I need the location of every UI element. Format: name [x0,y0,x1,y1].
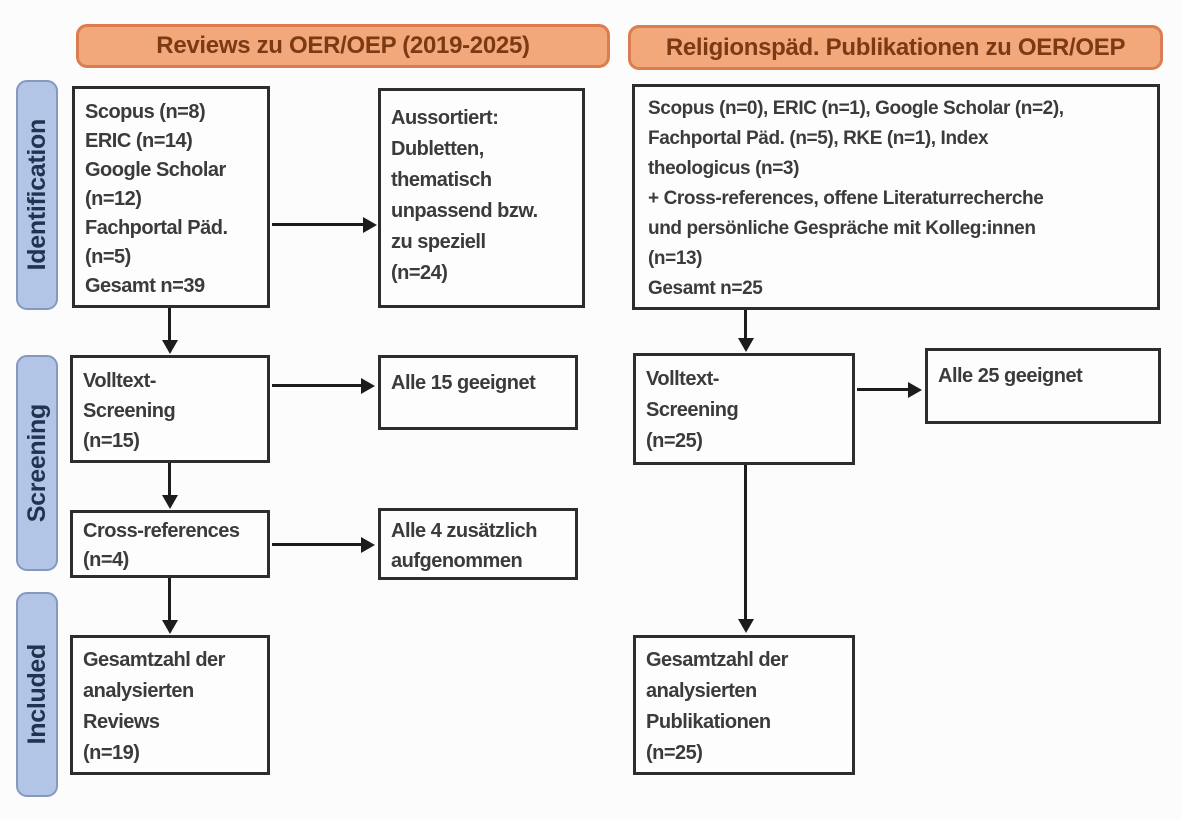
box-text-line: Volltext- [646,368,719,390]
column-header-religionspaed-label: Religionspäd. Publikationen zu OER/OEP [665,33,1126,61]
arrow-right-sources-down [744,310,747,340]
box-text-line: thematisch [391,169,492,191]
box-text-line: Fachportal Päd. (n=5), RKE (n=1), Index [648,128,989,149]
box-text-line: Screening [83,400,176,422]
arrow-left-crossrefs-down [168,578,171,622]
stage-label-identification-text: Identification [22,119,51,271]
box-text-line: (n=24) [391,262,448,284]
column-header-religionspaed: Religionspäd. Publikationen zu OER/OEP [628,25,1163,70]
box-left-additions: Alle 4 zusätzlich aufgenommen [378,508,578,580]
box-text-line: Gesamt n=39 [85,275,205,297]
box-text-line: analysierten [646,680,757,702]
box-text-line: (n=19) [83,742,140,764]
box-text-line: Gesamtzahl der [646,649,788,671]
stage-label-included: Included [16,592,58,797]
box-text-line: Gesamtzahl der [83,649,225,671]
box-text-line: aufgenommen [391,550,523,572]
box-right-all-eligible: Alle 25 geeignet [925,348,1161,424]
stage-label-included-text: Included [22,644,51,745]
box-left-total-included: Gesamtzahl der analysierten Reviews (n=1… [70,635,270,775]
box-text-line: Alle 25 geeignet [938,365,1083,387]
box-text-line: (n=12) [85,188,142,210]
arrow-left-crossrefs-to-additions [272,543,362,546]
box-text-line: Alle 15 geeignet [391,372,536,394]
box-text-line: Volltext- [83,370,156,392]
box-text-line: (n=15) [83,430,140,452]
box-text-line: Aussortiert: [391,107,499,129]
box-text-line: Gesamt n=25 [648,278,763,299]
box-text-line: Reviews [83,711,160,733]
stage-label-screening: Screening [16,355,58,571]
box-text-line: Google Scholar [85,159,226,181]
box-text-line: ERIC (n=14) [85,130,193,152]
box-text-line: (n=25) [646,430,703,452]
arrow-left-fulltext-down [168,463,171,497]
box-right-identification-sources: Scopus (n=0), ERIC (n=1), Google Scholar… [632,84,1160,310]
box-text-line: unpassend bzw. [391,200,538,222]
stage-label-screening-text: Screening [22,403,51,523]
box-left-fulltext-screening: Volltext- Screening (n=15) [70,355,270,463]
box-text-line: Publikationen [646,711,771,733]
box-text-line: Screening [646,399,739,421]
box-text-line: + Cross-references, offene Literaturrech… [648,188,1044,209]
box-right-total-included: Gesamtzahl der analysierten Publikatione… [633,635,855,775]
column-header-reviews-label: Reviews zu OER/OEP (2019-2025) [156,32,530,59]
box-text-line: (n=13) [648,248,703,269]
arrow-right-fulltext-down [744,465,747,621]
arrow-right-fulltext-to-eligible [857,388,909,391]
box-text-line: Scopus (n=0), ERIC (n=1), Google Scholar… [648,98,1064,119]
box-left-all-eligible: Alle 15 geeignet [378,355,578,430]
box-text-line: analysierten [83,680,194,702]
box-text-line: und persönliche Gespräche mit Kolleg:inn… [648,218,1036,239]
box-left-excluded: Aussortiert: Dubletten, thematisch unpas… [378,88,585,308]
box-text-line: Dubletten, [391,138,484,160]
box-text-line: (n=25) [646,742,703,764]
arrow-left-fulltext-to-eligible [272,384,362,387]
box-text-line: (n=4) [83,549,129,571]
box-text-line: theologicus (n=3) [648,158,800,179]
box-text-line: Fachportal Päd. [85,217,228,239]
box-text-line: Cross-references [83,520,240,542]
arrow-left-sources-to-excluded [272,223,364,226]
stage-label-identification: Identification [16,80,58,310]
arrow-left-sources-down [168,308,171,342]
box-left-cross-references: Cross-references (n=4) [70,510,270,578]
box-right-fulltext-screening: Volltext- Screening (n=25) [633,353,855,465]
box-text-line: Alle 4 zusätzlich [391,520,538,542]
box-text-line: zu speziell [391,231,486,253]
box-text-line: (n=5) [85,246,131,268]
column-header-reviews: Reviews zu OER/OEP (2019-2025) [76,24,610,68]
box-text-line: Scopus (n=8) [85,101,206,123]
box-left-identification-sources: Scopus (n=8) ERIC (n=14) Google Scholar … [72,86,270,308]
